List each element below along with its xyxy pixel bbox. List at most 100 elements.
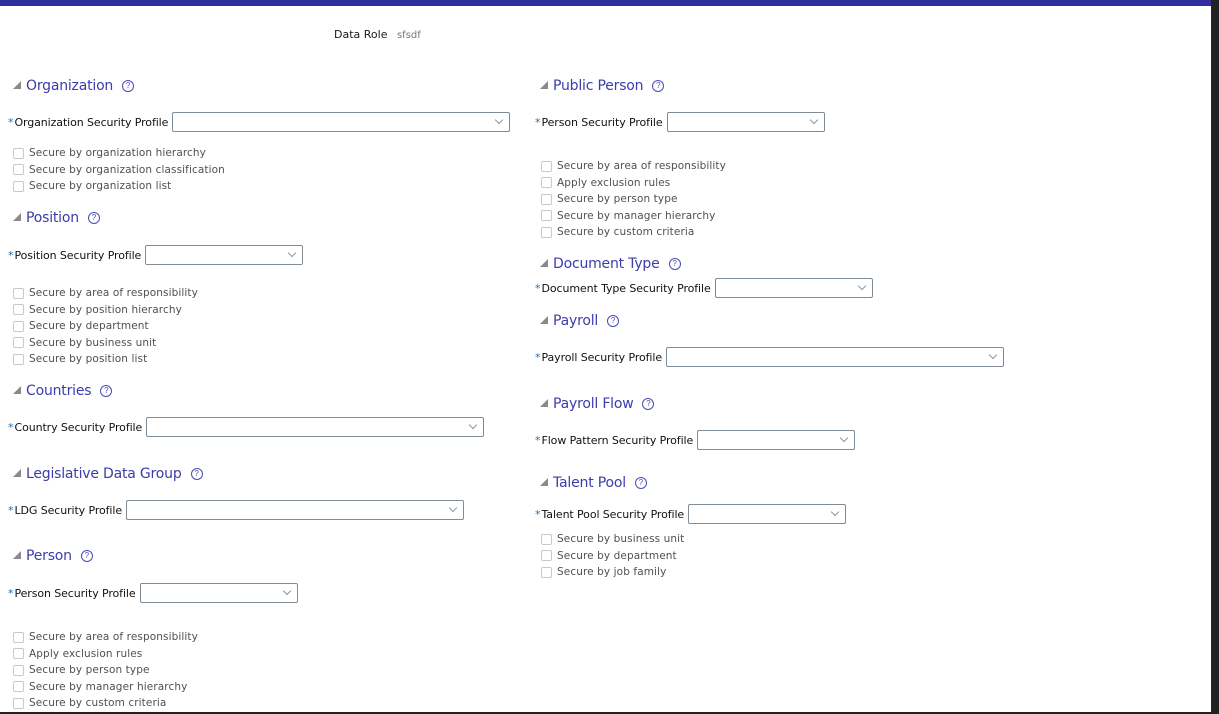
person-security-profile-select[interactable] bbox=[139, 583, 298, 603]
collapse-triangle-icon[interactable] bbox=[540, 81, 548, 89]
checkbox-item[interactable]: Secure by organization list bbox=[13, 178, 225, 195]
help-icon[interactable]: ? bbox=[100, 385, 113, 397]
required-asterisk: * bbox=[535, 281, 541, 295]
help-icon[interactable]: ? bbox=[190, 468, 203, 480]
section-title: Position bbox=[26, 210, 79, 226]
collapse-triangle-icon[interactable] bbox=[540, 399, 548, 407]
checkbox-item[interactable]: Secure by position hierarchy bbox=[13, 302, 198, 319]
section-payroll-flow-header[interactable]: Payroll Flow ? bbox=[540, 396, 655, 412]
checkbox[interactable] bbox=[13, 180, 24, 192]
collapse-triangle-icon[interactable] bbox=[540, 478, 548, 486]
help-icon[interactable]: ? bbox=[122, 80, 135, 92]
checkbox-item[interactable]: Secure by job family bbox=[541, 564, 684, 581]
required-asterisk: * bbox=[8, 586, 14, 600]
checkbox[interactable] bbox=[13, 631, 24, 643]
checkbox[interactable] bbox=[13, 287, 24, 299]
checkbox[interactable] bbox=[541, 210, 552, 222]
checkbox-label: Secure by area of responsibility bbox=[29, 287, 198, 300]
chevron-down-icon[interactable] bbox=[830, 507, 840, 517]
checkbox-item[interactable]: Secure by manager hierarchy bbox=[13, 679, 198, 696]
checkbox[interactable] bbox=[541, 177, 552, 189]
checkbox-item[interactable]: Secure by person type bbox=[541, 191, 726, 208]
checkbox[interactable] bbox=[13, 164, 24, 176]
checkbox[interactable] bbox=[13, 320, 24, 332]
position-security-profile-select[interactable] bbox=[145, 245, 304, 265]
checkbox-item[interactable]: Secure by custom criteria bbox=[541, 224, 726, 241]
help-icon[interactable]: ? bbox=[87, 212, 100, 224]
checkbox-item[interactable]: Apply exclusion rules bbox=[541, 175, 726, 192]
checkbox[interactable] bbox=[541, 193, 552, 205]
checkbox[interactable] bbox=[541, 533, 552, 545]
collapse-triangle-icon[interactable] bbox=[540, 316, 548, 324]
checkbox-item[interactable]: Secure by area of responsibility bbox=[541, 158, 726, 175]
checkbox[interactable] bbox=[541, 550, 552, 562]
field-label: Person Security Profile bbox=[14, 586, 136, 600]
checkbox[interactable] bbox=[13, 304, 24, 316]
document-type-security-profile-select[interactable] bbox=[714, 278, 873, 298]
chevron-down-icon[interactable] bbox=[448, 503, 458, 513]
section-ldg-header[interactable]: Legislative Data Group ? bbox=[13, 466, 203, 482]
chevron-down-icon[interactable] bbox=[857, 281, 866, 291]
section-talent-pool-header[interactable]: Talent Pool ? bbox=[540, 475, 647, 491]
checkbox[interactable] bbox=[541, 160, 552, 172]
checkbox[interactable] bbox=[541, 566, 552, 578]
collapse-triangle-icon[interactable] bbox=[13, 386, 21, 394]
help-icon[interactable]: ? bbox=[607, 315, 620, 327]
help-icon[interactable]: ? bbox=[652, 80, 665, 92]
chevron-down-icon[interactable] bbox=[809, 115, 818, 125]
checkbox[interactable] bbox=[13, 337, 24, 349]
checkbox-item[interactable]: Secure by area of responsibility bbox=[13, 629, 198, 646]
section-position-header[interactable]: Position ? bbox=[13, 210, 100, 226]
checkbox-label: Secure by department bbox=[29, 320, 149, 333]
chevron-down-icon[interactable] bbox=[839, 433, 849, 443]
checkbox-item[interactable]: Secure by person type bbox=[13, 662, 198, 679]
chevron-down-icon[interactable] bbox=[282, 586, 291, 596]
country-security-profile-select[interactable] bbox=[146, 417, 485, 437]
collapse-triangle-icon[interactable] bbox=[540, 259, 548, 267]
collapse-triangle-icon[interactable] bbox=[13, 551, 21, 559]
help-icon[interactable]: ? bbox=[668, 258, 681, 270]
checkbox[interactable] bbox=[13, 353, 24, 365]
organization-security-profile-select[interactable] bbox=[172, 112, 511, 132]
public-person-security-profile-select[interactable] bbox=[666, 112, 825, 132]
collapse-triangle-icon[interactable] bbox=[13, 213, 21, 221]
public-person-checkbox-group: Secure by area of responsibility Apply e… bbox=[541, 158, 726, 241]
checkbox[interactable] bbox=[13, 147, 24, 159]
checkbox-item[interactable]: Secure by organization hierarchy bbox=[13, 145, 225, 162]
flow-pattern-security-profile-select[interactable] bbox=[697, 430, 856, 450]
field-label: LDG Security Profile bbox=[14, 503, 123, 517]
chevron-down-icon[interactable] bbox=[287, 248, 297, 258]
help-icon[interactable]: ? bbox=[80, 550, 93, 562]
checkbox-item[interactable]: Secure by department bbox=[13, 318, 198, 335]
section-payroll-header[interactable]: Payroll ? bbox=[540, 313, 620, 329]
help-icon[interactable]: ? bbox=[642, 398, 655, 410]
checkbox[interactable] bbox=[13, 648, 24, 660]
chevron-down-icon[interactable] bbox=[495, 115, 504, 125]
checkbox-item[interactable]: Secure by organization classification bbox=[13, 162, 225, 179]
checkbox-item[interactable]: Apply exclusion rules bbox=[13, 646, 198, 663]
checkbox[interactable] bbox=[541, 226, 552, 238]
chevron-down-icon[interactable] bbox=[988, 350, 998, 360]
checkbox-item[interactable]: Secure by department bbox=[541, 548, 684, 565]
checkbox-item[interactable]: Secure by position list bbox=[13, 351, 198, 368]
payroll-security-profile-select[interactable] bbox=[665, 347, 1004, 367]
checkbox[interactable] bbox=[13, 697, 24, 709]
chevron-down-icon[interactable] bbox=[468, 420, 478, 430]
checkbox[interactable] bbox=[13, 664, 24, 676]
help-icon[interactable]: ? bbox=[634, 477, 647, 489]
section-countries-header[interactable]: Countries ? bbox=[13, 383, 113, 399]
checkbox-item[interactable]: Secure by manager hierarchy bbox=[541, 208, 726, 225]
section-document-type-header[interactable]: Document Type ? bbox=[540, 256, 681, 272]
checkbox[interactable] bbox=[13, 681, 24, 693]
checkbox-item[interactable]: Secure by area of responsibility bbox=[13, 285, 198, 302]
checkbox-item[interactable]: Secure by business unit bbox=[541, 531, 684, 548]
ldg-security-profile-select[interactable] bbox=[126, 500, 464, 520]
talent-pool-security-profile-select[interactable] bbox=[688, 504, 847, 524]
checkbox-item[interactable]: Secure by business unit bbox=[13, 335, 198, 352]
section-person-header[interactable]: Person ? bbox=[13, 548, 93, 564]
section-public-person-header[interactable]: Public Person ? bbox=[540, 78, 665, 94]
section-organization-header[interactable]: Organization ? bbox=[13, 78, 135, 94]
checkbox-item[interactable]: Secure by custom criteria bbox=[13, 695, 198, 712]
collapse-triangle-icon[interactable] bbox=[13, 469, 21, 477]
collapse-triangle-icon[interactable] bbox=[13, 81, 21, 89]
